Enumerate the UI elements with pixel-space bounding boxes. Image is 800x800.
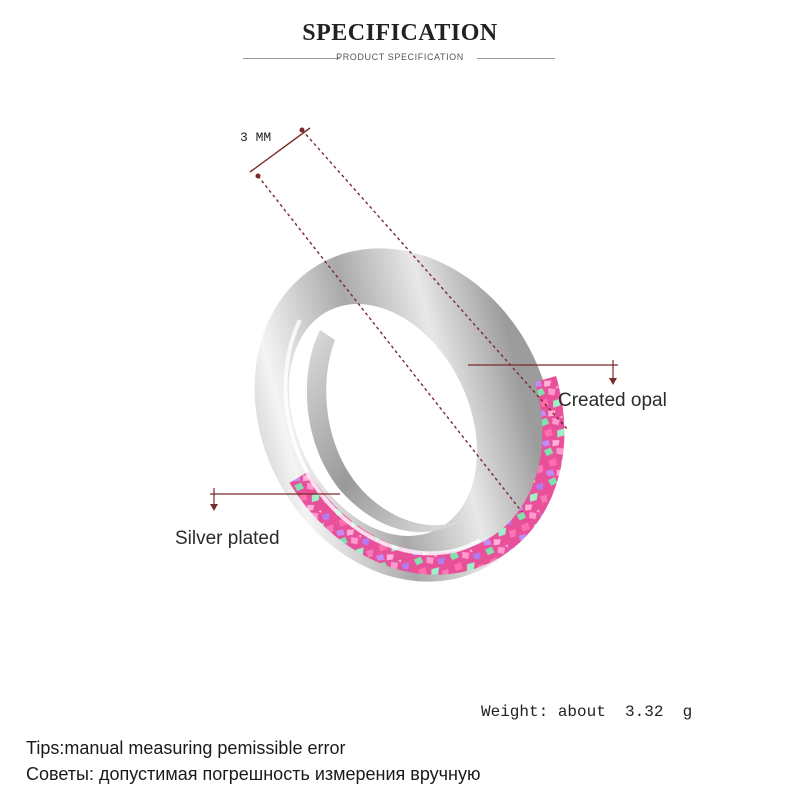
ring-highlight (283, 319, 482, 556)
page-subtitle: PRODUCT SPECIFICATION (336, 52, 464, 62)
subtitle-rule-right (477, 58, 555, 59)
silver-plated-label: Silver plated (175, 528, 280, 549)
page-title: SPECIFICATION (302, 20, 498, 46)
silver-leader-arrow (210, 504, 218, 511)
subtitle-row: PRODUCT SPECIFICATION (0, 52, 800, 66)
created-opal-label: Created opal (558, 390, 667, 411)
tips-english: Tips:manual measuring pemissible error (26, 738, 346, 758)
opal-inlay (259, 235, 565, 575)
dimension-guide-right (301, 129, 569, 431)
dimension-label: 3 MM (240, 130, 272, 145)
tips-russian: Советы: допустимая погрешность измерения… (26, 764, 481, 784)
dimension-arrow-line (249, 127, 311, 173)
opal-leader-arrow (609, 378, 617, 385)
dimension-guide-left (257, 175, 523, 513)
dimension-dot-right (299, 127, 305, 133)
dimension-dot-left (255, 173, 261, 179)
ring-inner-surface (306, 330, 470, 533)
weight-text: Weight: about 3.32 g (481, 703, 693, 721)
subtitle-rule-left (243, 58, 340, 59)
